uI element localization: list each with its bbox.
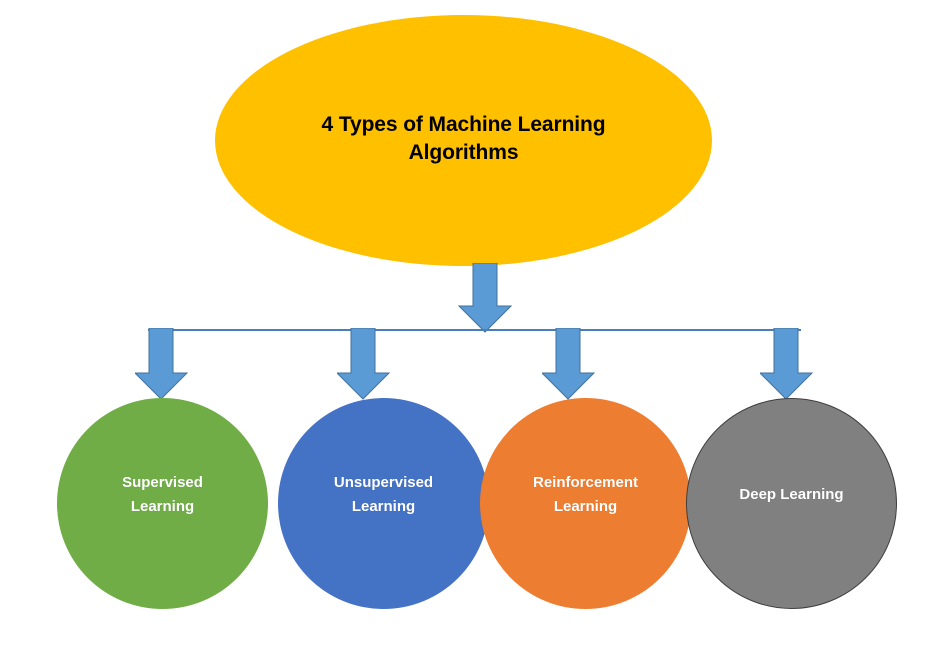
arrow-root-to-bus xyxy=(458,263,512,333)
leaf-unsupervised-line1: Unsupervised xyxy=(333,474,434,492)
leaf-node-deep-label: Deep Learning xyxy=(697,483,887,506)
leaf-deep-line1: Deep Learning xyxy=(739,485,844,503)
leaf-unsupervised-line2: Learning xyxy=(351,497,416,515)
arrow-bus-to-unsupervised xyxy=(337,328,391,400)
leaf-reinforcement-line1: Reinforcement xyxy=(532,474,639,492)
leaf-supervised-line2: Learning xyxy=(130,497,195,515)
leaf-node-deep-learning[interactable]: Deep Learning xyxy=(686,398,897,609)
arrow-bus-to-reinforcement xyxy=(542,328,596,400)
leaf-supervised-line1: Supervised xyxy=(122,474,203,492)
arrow-bus-to-supervised xyxy=(135,328,189,400)
leaf-reinforcement-line2: Learning xyxy=(553,497,618,515)
root-node-label-line2: Algorithms xyxy=(408,140,519,164)
root-node-label-line1: 4 Types of Machine Learning xyxy=(321,112,606,136)
connector-bus-line xyxy=(148,329,801,331)
arrow-bus-to-deep xyxy=(760,328,814,400)
